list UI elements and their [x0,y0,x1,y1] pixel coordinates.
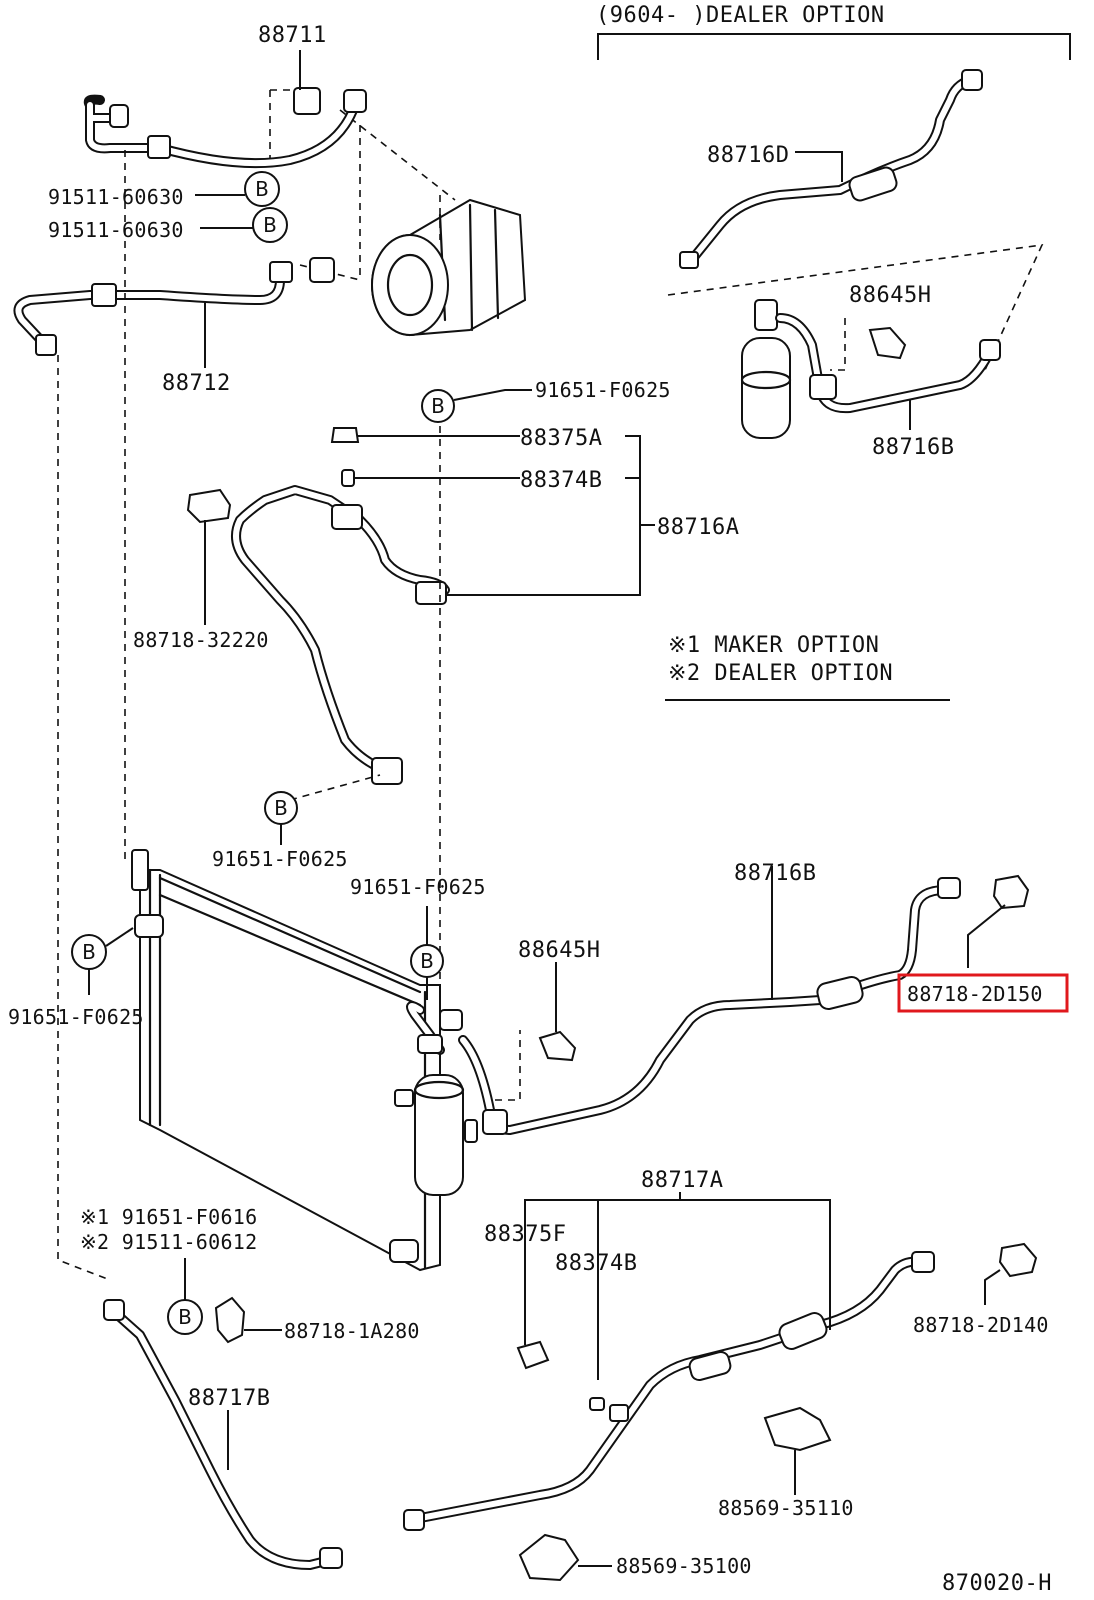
dash-switch [495,1030,521,1101]
figure-code: 870020-H [942,1571,1052,1596]
dash-left-2 [57,355,111,1281]
label-88569-35100: 88569-35100 [616,1554,752,1578]
tube-88716B-main [458,877,961,1135]
label-91651-mid: 91651-F0625 [212,847,348,871]
callout-91511-b: B 91511-60630 [48,207,288,243]
label-91651-left: 91651-F0625 [8,1005,144,1029]
label-88645H-mid: 88645H [518,938,600,963]
bracket-88716A [445,435,655,596]
leader-88716D [795,151,843,182]
dealer-option-header: (9604- )DEALER OPTION [596,3,885,28]
legend-maker-option: ※1 MAKER OPTION [668,633,879,658]
callout-91651-dryer: B 91651-F0625 [350,875,486,1000]
clamp-88718-2D150 [967,874,1030,968]
label-88718-2D140: 88718-2D140 [913,1313,1049,1337]
nut-88375A [330,427,520,443]
label-88718-2D150: 88718-2D150 [907,982,1043,1006]
condenser [131,849,441,1272]
label-88718-1A280: 88718-1A280 [284,1319,420,1343]
label-91651-mid2: 91651-F0625 [350,875,486,899]
tube-88716D [679,69,983,269]
label-88716A: 88716A [657,515,739,540]
clamp-88718-32220 [186,488,232,625]
callout-letter: B [178,1305,192,1329]
callout-option-clamp: B [167,1258,282,1344]
callout-letter: B [420,949,434,973]
nut-88375F [516,1340,550,1370]
label-opt1: ※1 91651-F0616 [80,1205,258,1229]
label-88375F: 88375F [484,1222,566,1247]
callout-91651-top: B 91651-F0625 [421,378,671,423]
tube-condenser-dryer [406,1001,463,1055]
dealer-option-bracket: (9604- )DEALER OPTION [596,3,1071,60]
tube-88717A [403,1251,935,1531]
switch-88645H-mid [538,962,577,1062]
highlight-box-88718-2D150 [897,973,1069,1013]
receiver-dryer [394,1074,478,1196]
bracket-88717A [524,1192,831,1380]
tube-88717B [103,1299,343,1570]
label-opt2: ※2 91511-60612 [80,1230,258,1254]
bracket-88569-35110 [763,1406,832,1495]
tube-88716A [231,485,450,785]
label-88374B-bot: 88374B [555,1251,637,1276]
tube-88716B-dealer [775,313,1001,414]
label-88716B-mid: 88716B [734,861,816,886]
dash-dealer-box [667,244,1044,371]
label-88375A: 88375A [520,426,602,451]
callout-letter: B [82,940,96,964]
label-88711: 88711 [258,23,327,48]
callout-91651-mid: B 91651-F0625 [212,791,348,871]
label-88716D: 88716D [707,143,789,168]
legend-dealer-option: ※2 DEALER OPTION [668,661,893,686]
oring-88374B-top [341,469,520,487]
label-91511-60630-b: 91511-60630 [48,218,184,242]
clamp-88718-2D140 [984,1242,1038,1305]
callout-letter: B [431,394,445,418]
callout-91651-left: B 91651-F0625 [8,927,144,1029]
label-91511-60630-a: 91511-60630 [48,185,184,209]
option-legend: ※1 MAKER OPTION ※2 DEALER OPTION [665,633,950,701]
label-88569-35110: 88569-35110 [718,1496,854,1520]
label-88717B: 88717B [188,1386,270,1411]
dash-88716A-lower [289,774,381,801]
bracket-88569-35100 [518,1533,612,1582]
callout-letter: B [274,796,288,820]
oring-88374B-bot [589,1397,629,1422]
callout-letter: B [263,213,277,237]
callout-91511-a: B 91511-60630 [48,171,280,209]
label-88717A: 88717A [641,1168,723,1193]
label-88716B-top: 88716B [872,435,954,460]
label-88374B-top: 88374B [520,468,602,493]
switch-88645H-top [830,318,907,371]
compressor [371,198,527,337]
label-88712: 88712 [162,371,231,396]
label-91651-top: 91651-F0625 [535,378,671,402]
callout-letter: B [255,177,269,201]
hose-88711 [83,87,367,169]
hose-88712 [13,257,335,356]
label-88718-32220: 88718-32220 [133,628,269,652]
label-88645H-top: 88645H [849,283,931,308]
